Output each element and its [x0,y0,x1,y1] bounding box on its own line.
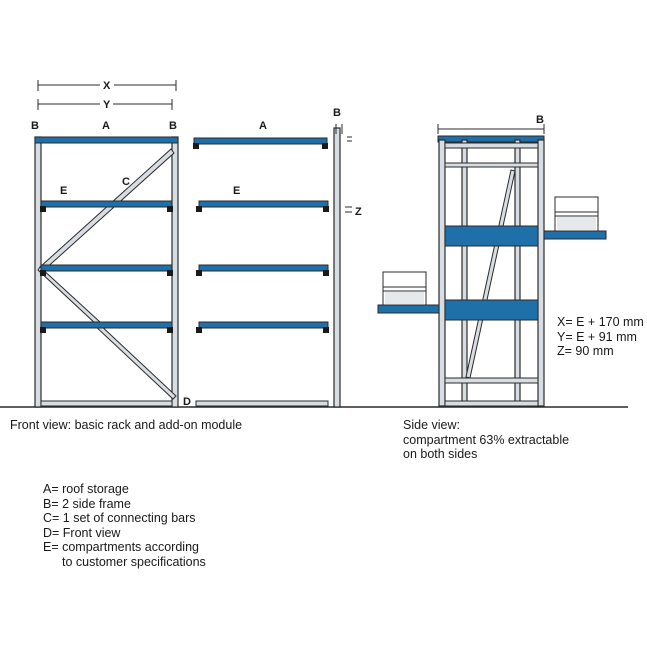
legend-item-d: D= Front view [43,525,121,540]
legend: A= roof storage B= 2 side frame C= 1 set… [43,482,206,570]
roof-storage-shelf [34,136,179,144]
side-view-line3: on both sides [403,447,478,461]
legend-item-b: B= 2 side frame [43,496,131,511]
label-y: Y [103,99,111,111]
box-left [382,271,427,306]
side-view-line2: compartment 63% extractable [403,432,570,447]
add-on-module: A E B Z [193,107,362,408]
label-a-addon: A [259,120,267,132]
label-c: C [122,176,130,188]
dimension-z-formula: Z= 90 mm [557,344,614,359]
label-b-side: B [536,114,544,126]
side-compartment-lower [444,299,539,321]
side-upright-1 [438,139,446,407]
side-upright-4 [537,139,545,407]
dimension-y [37,99,173,110]
addon-roof-shelf [193,137,328,145]
legend-item-c: C= 1 set of connecting bars [43,511,196,526]
label-b-left: B [31,120,39,132]
addon-shelves [196,200,329,333]
box-right [554,196,599,232]
addon-base [195,400,329,407]
label-a-front: A [102,120,110,132]
side-view-rack: B [377,114,607,407]
label-e-front: E [60,185,67,197]
side-compartment-upper [444,225,539,247]
extracted-shelf-right [543,230,607,240]
addon-upright [333,127,341,408]
dimension-y-formula: Y= E + 91 mm [557,329,637,344]
side-view-title: Side view: [403,418,460,432]
legend-item-e: E= compartments according [43,540,199,555]
legend-item-e-cont: to customer specifications [62,554,206,569]
dimension-x [37,80,177,91]
label-z: Z [355,206,362,218]
label-d: D [183,396,191,408]
dimension-formulas: X= E + 170 mm Y= E + 91 mm Z= 90 mm [557,315,644,359]
label-b-addon: B [333,107,341,119]
basic-rack-shelves [40,200,173,333]
basic-rack: X Y B A B [31,80,191,408]
label-x: X [103,80,111,92]
basic-rack-base [40,400,173,407]
front-view-caption: Front view: basic rack and add-on module [10,418,243,432]
dimension-x-formula: X= E + 170 mm [557,315,644,329]
side-upright-3 [514,139,521,407]
legend-item-a: A= roof storage [43,482,129,496]
side-upright-2 [461,139,468,407]
label-e-addon: E [233,185,240,197]
connecting-bars [37,148,177,400]
extracted-shelf-left [377,304,440,314]
label-b-right: B [169,120,177,132]
side-view-caption: Side view: compartment 63% extractable o… [403,418,569,462]
